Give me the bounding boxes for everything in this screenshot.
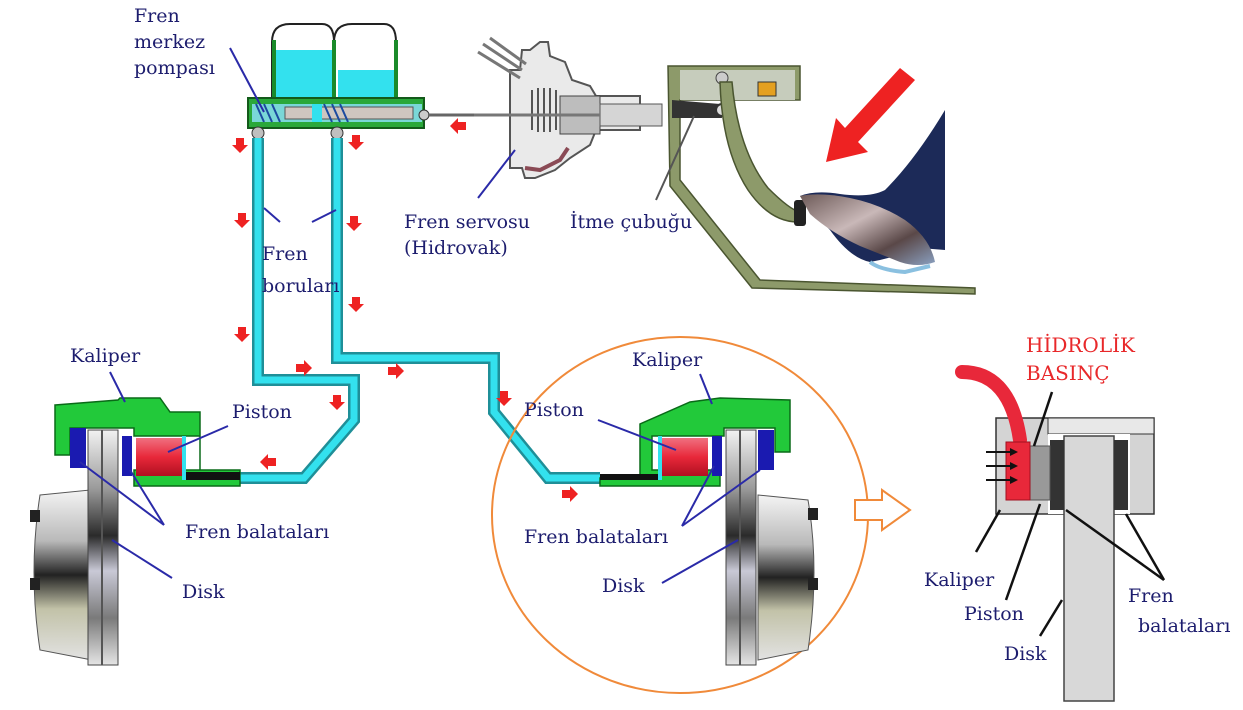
right-caliper-label: Kaliper bbox=[632, 349, 703, 371]
top-labels: Fren merkez pompası Fren servosu (Hidrov… bbox=[134, 5, 695, 297]
push-rod-label: İtme çubuğu bbox=[570, 210, 692, 233]
flow-arrow bbox=[232, 138, 248, 153]
right-disk-label: Disk bbox=[602, 575, 645, 597]
right-piston bbox=[662, 438, 708, 476]
detail-pad-inner bbox=[1050, 440, 1064, 510]
detail-pads-label-2: balataları bbox=[1138, 615, 1230, 637]
flow-arrow bbox=[234, 327, 250, 342]
left-piston-label: Piston bbox=[232, 401, 292, 423]
left-caliper-label: Kaliper bbox=[70, 345, 141, 367]
right-disc-brake bbox=[599, 397, 818, 666]
flow-arrow bbox=[329, 395, 345, 410]
zoom-arrow-icon bbox=[854, 488, 912, 532]
detail-pad-outer bbox=[1114, 440, 1128, 510]
pedal-force-arrow bbox=[826, 68, 915, 162]
brake-booster bbox=[474, 36, 663, 179]
hydraulic-pressure-label-2: BASINÇ bbox=[1026, 361, 1110, 385]
flow-arrow bbox=[496, 391, 512, 406]
driver-foot bbox=[800, 110, 945, 275]
left-disc-brake bbox=[30, 397, 241, 666]
master-cylinder-label-3: pompası bbox=[134, 57, 215, 79]
brake-lines-label-1: Fren bbox=[262, 243, 308, 265]
detail-pads-label-1: Fren bbox=[1128, 585, 1174, 607]
fluid-reservoir-right bbox=[332, 23, 398, 102]
flow-arrow bbox=[296, 360, 312, 376]
right-caliper bbox=[599, 397, 791, 487]
detail-caliper-label: Kaliper bbox=[924, 569, 995, 591]
left-labels: Kaliper Piston Fren balataları Disk bbox=[70, 345, 329, 603]
hydraulic-line bbox=[955, 365, 1027, 447]
flow-arrow bbox=[346, 216, 362, 231]
flow-arrow bbox=[348, 297, 364, 312]
master-cylinder-label-1: Fren bbox=[134, 5, 180, 27]
master-cylinder bbox=[247, 23, 520, 140]
push-rod bbox=[672, 100, 722, 118]
flow-arrow bbox=[234, 213, 250, 228]
flow-arrow bbox=[260, 454, 276, 470]
right-pads-label: Fren balataları bbox=[524, 526, 668, 548]
fluid-reservoir-left bbox=[271, 23, 335, 102]
booster-label-2: (Hidrovak) bbox=[404, 237, 508, 259]
flow-arrow bbox=[348, 135, 364, 150]
hydraulic-pressure-label-1: HİDROLİK bbox=[1026, 333, 1136, 357]
right-piston-label: Piston bbox=[524, 399, 584, 421]
left-wheel-hub bbox=[33, 489, 93, 661]
detail-labels: HİDROLİK BASINÇ Kaliper Piston Disk Fren… bbox=[924, 333, 1230, 665]
detail-disk bbox=[1063, 435, 1115, 702]
detail-piston-label: Piston bbox=[964, 603, 1024, 625]
right-wheel-hub bbox=[757, 494, 815, 661]
detail-piston bbox=[1029, 445, 1051, 501]
left-pads-label: Fren balataları bbox=[185, 521, 329, 543]
fluid-flow-arrows bbox=[232, 118, 578, 502]
brake-pedal bbox=[719, 81, 801, 223]
brake-lines-label-2: boruları bbox=[262, 275, 339, 297]
flow-arrow bbox=[450, 118, 466, 134]
booster-label-1: Fren servosu bbox=[404, 211, 530, 233]
flow-arrow bbox=[562, 486, 578, 502]
right-labels: Kaliper Piston Fren balataları Disk bbox=[524, 349, 761, 597]
brake-lines bbox=[236, 138, 600, 484]
left-piston bbox=[136, 438, 182, 476]
flow-arrow bbox=[388, 363, 404, 379]
brake-pedal-assembly bbox=[667, 65, 976, 295]
master-cylinder-label-2: merkez bbox=[134, 31, 205, 53]
detail-disk-label: Disk bbox=[1004, 643, 1047, 665]
left-disk-label: Disk bbox=[182, 581, 225, 603]
caliper-detail-section bbox=[955, 365, 1155, 702]
hydraulic-chamber bbox=[1005, 441, 1031, 501]
